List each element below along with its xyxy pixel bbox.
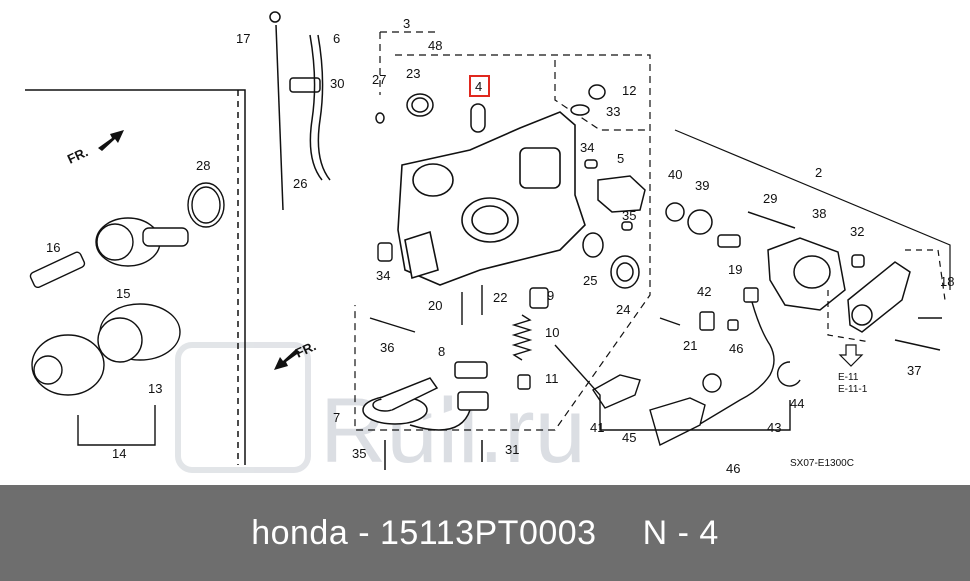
parts-diagram: Rull.ru <box>25 11 954 482</box>
callout: 33 <box>606 104 620 119</box>
ref-label: E-11-1 <box>838 384 868 395</box>
callout: 29 <box>763 191 777 206</box>
callout: 23 <box>406 66 420 81</box>
callout: 5 <box>617 151 624 166</box>
callout: 38 <box>812 206 826 221</box>
callout: 13 <box>148 381 162 396</box>
watermark: Rull.ru <box>175 342 586 482</box>
callout: 32 <box>850 224 864 239</box>
oil-filter-panel <box>25 89 246 465</box>
callout: 16 <box>46 240 60 255</box>
separator: - <box>358 513 371 552</box>
callout: 27 <box>372 72 386 87</box>
callout: 10 <box>545 325 559 340</box>
reference-arrow: E-11 E-11-1 <box>838 344 868 395</box>
oil-pump-body <box>397 111 586 286</box>
callout: 8 <box>438 344 445 359</box>
callout: 36 <box>380 340 394 355</box>
relief-valve <box>369 242 549 390</box>
callout: 11 <box>545 371 559 386</box>
callout: 34 <box>376 268 390 283</box>
callout: 43 <box>767 420 781 435</box>
dipstick <box>269 11 331 211</box>
callout: 40 <box>668 167 682 182</box>
down-arrow-icon <box>838 344 864 367</box>
callout: 46 <box>726 461 740 476</box>
callout: 48 <box>428 38 442 53</box>
sensor-harness <box>554 287 801 447</box>
callout: 7 <box>333 410 340 425</box>
footer-bar: honda - 15113PT0003 N - 4 <box>0 485 970 581</box>
callout: 26 <box>293 176 307 191</box>
water-pump <box>665 202 942 351</box>
callout: 31 <box>505 442 519 457</box>
watermark-text: Rull.ru <box>320 380 586 482</box>
callout: 17 <box>236 31 250 46</box>
callout-labels: 3 4 48 17 6 30 27 23 12 33 34 5 28 26 35… <box>46 16 954 476</box>
callout: 41 <box>590 420 604 435</box>
arrow-icon <box>274 349 300 370</box>
position-label: N - 4 <box>642 513 719 552</box>
callout: 19 <box>728 262 742 277</box>
callout: 45 <box>622 430 636 445</box>
callout: 6 <box>333 31 340 46</box>
callout: 21 <box>683 338 697 353</box>
callout: 9 <box>547 288 554 303</box>
front-label: FR. <box>65 144 90 166</box>
oil-strainer <box>362 361 489 470</box>
highlight-box <box>469 75 490 97</box>
callout: 25 <box>583 273 597 288</box>
callout: 37 <box>907 363 921 378</box>
callout: 28 <box>196 158 210 173</box>
callout: 14 <box>112 446 126 461</box>
diagram-code: SX07-E1300C <box>790 458 854 469</box>
callout: 35 <box>622 208 636 223</box>
ref-label: E-11 <box>838 372 859 383</box>
callout: 24 <box>616 302 630 317</box>
brand-name: honda <box>251 513 349 552</box>
callout: 30 <box>330 76 344 91</box>
callout: 42 <box>697 284 711 299</box>
callout: 39 <box>695 178 709 193</box>
front-label: FR. <box>293 338 318 360</box>
callout: 22 <box>493 290 507 305</box>
callout: 3 <box>403 16 410 31</box>
callout: 15 <box>116 286 130 301</box>
callout: 44 <box>790 396 804 411</box>
callout: 20 <box>428 298 442 313</box>
part-number: 15113PT0003 <box>379 513 597 552</box>
callout: 34 <box>580 140 594 155</box>
seals <box>375 84 646 289</box>
callout: 46 <box>729 341 743 356</box>
callout: 12 <box>622 83 636 98</box>
callout: 2 <box>815 165 822 180</box>
callout: 35 <box>352 446 366 461</box>
arrow-icon <box>98 130 124 151</box>
water-pump-frame <box>674 129 951 343</box>
callout: 18 <box>940 274 954 289</box>
oil-filter-group <box>29 182 225 446</box>
callout-highlighted: 4 <box>475 79 482 94</box>
pump-frame <box>354 31 651 431</box>
